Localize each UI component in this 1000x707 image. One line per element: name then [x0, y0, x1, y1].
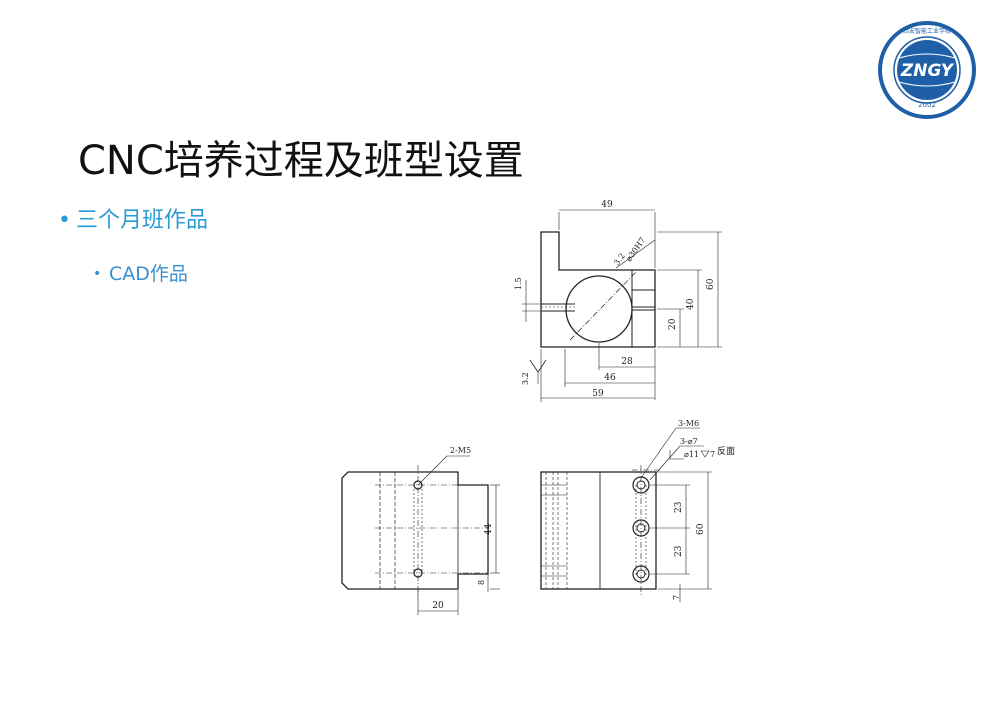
dim-left-1-5: 1.5 — [514, 277, 523, 290]
dim-bottom-46: 46 — [604, 373, 616, 383]
bullet-marker: • — [58, 208, 71, 233]
dim-top-bottom-20: 20 — [432, 601, 444, 611]
top-view: 2-M5 44 8 20 — [341, 446, 500, 615]
logo-center-text: ZNGY — [900, 61, 955, 81]
dim-side-7: 7 — [672, 595, 681, 600]
dim-hole-dia: ⌀30H7 — [624, 236, 647, 263]
dim-right-60: 60 — [706, 278, 716, 290]
dim-side-23-lower: 23 — [674, 545, 684, 557]
front-view: 49 ⌀30H7 3.2 60 40 20 1.5 28 — [514, 200, 722, 402]
logo-ring-top: 西安智能工业学校 — [903, 27, 951, 35]
page-title: CNC培养过程及班型设置 — [78, 138, 524, 184]
dim-right-40: 40 — [686, 298, 696, 310]
logo-year: 2002 — [918, 101, 936, 109]
school-logo: ZNGY 2002 西安智能工业学校 — [878, 21, 976, 119]
dim-top-49: 49 — [601, 200, 613, 210]
bullet-level2: • CAD作品 — [93, 259, 188, 286]
callout-2-m5: 2-M5 — [450, 446, 471, 455]
callout-cbore-depth: 7 — [710, 450, 715, 459]
bullet-level1-text: 三个月班作品 — [76, 208, 209, 233]
callout-note: 反面 — [717, 446, 735, 457]
side-view: 3-M6 3-⌀7 ⌀11 7 反面 23 23 60 7 — [540, 419, 735, 602]
callout-3-m6: 3-M6 — [678, 419, 699, 428]
dim-bottom-59: 59 — [592, 389, 604, 399]
roughness-left: 3.2 — [521, 372, 530, 385]
bullet-marker: • — [93, 266, 102, 282]
dim-side-60: 60 — [696, 523, 706, 535]
dim-right-20: 20 — [668, 318, 678, 330]
dim-top-8: 8 — [477, 580, 486, 585]
dim-bottom-28: 28 — [621, 357, 633, 367]
callout-3-d7: 3-⌀7 — [680, 437, 698, 446]
dim-side-23-upper: 23 — [674, 501, 684, 513]
roughness-hole: 3.2 — [612, 252, 627, 268]
callout-cbore: ⌀11 — [684, 450, 699, 459]
bullet-level2-text: CAD作品 — [109, 263, 188, 285]
dim-top-44: 44 — [484, 523, 494, 535]
bullet-level1: •三个月班作品 — [58, 202, 208, 234]
